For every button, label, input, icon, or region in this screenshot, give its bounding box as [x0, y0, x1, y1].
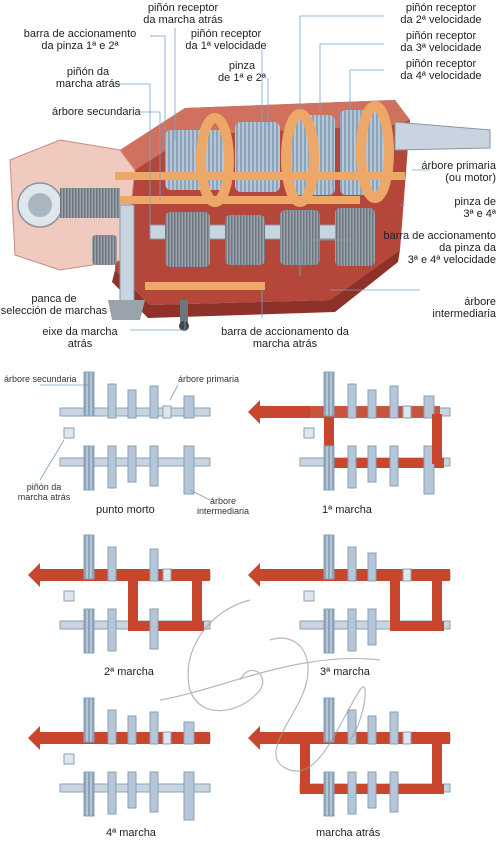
leader-lines	[108, 15, 430, 331]
label-schematic-arbore-intermediaria: árbore intermediaria	[196, 496, 250, 516]
label-pinon-receptor-marcha-atras: piñón receptor da marcha atrás	[143, 2, 223, 26]
label-schematic-arbore-secundaria: árbore secundaria	[4, 374, 77, 384]
caption-marcha-atras: marcha atrás	[316, 827, 381, 839]
diagram-punto-morto	[59, 371, 211, 495]
caption-marcha-1: 1ª marcha	[322, 504, 372, 516]
diagram-marcha-4	[28, 697, 211, 821]
caption-marcha-2: 2ª marcha	[104, 666, 154, 678]
label-pinon-marcha-atras: piñón da marcha atrás	[55, 66, 121, 90]
label-pinza-3-4: pinza de 3ª e 4ª	[454, 196, 496, 220]
label-arbore-secundaria: árbore secundaria	[52, 106, 141, 118]
label-arbore-primaria: árbore primaria (ou motor)	[421, 160, 496, 184]
label-pinon-receptor-1: piñón receptor da 1ª velocidade	[185, 28, 267, 52]
label-panca-seleccion: panca de selección de marchas	[0, 293, 108, 317]
label-arbore-intermediaria: árbore intermediaria	[432, 296, 496, 320]
label-schematic-pinon-marcha-atras: piñón da marcha atrás	[17, 482, 71, 502]
diagram-marcha-3	[248, 534, 451, 654]
label-eixe-marcha-atras: eixe da marcha atrás	[42, 326, 118, 350]
caption-marcha-4: 4ª marcha	[106, 827, 156, 839]
diagram-marcha-atras	[248, 697, 451, 817]
label-pinon-receptor-3: piñón receptor da 3ª velocidade	[400, 30, 482, 54]
label-barra-pinza-1-2: barra de accionamento da pinza 1ª e 2ª	[23, 28, 137, 52]
diagram-marcha-1	[248, 371, 451, 495]
caption-punto-morto: punto morto	[96, 504, 155, 516]
signature-watermark	[159, 599, 381, 772]
label-barra-pinza-3-4: barra de accionamento da pinza da 3ª e 4…	[383, 230, 496, 266]
label-pinon-receptor-2: piñón receptor da 2ª velocidade	[400, 2, 482, 26]
label-barra-marcha-atras: barra de accionamento da marcha atrás	[221, 326, 349, 350]
caption-marcha-3: 3ª marcha	[320, 666, 370, 678]
label-pinza-1-2: pinza de 1ª e 2ª	[218, 60, 266, 84]
schematic-leaders	[39, 384, 211, 501]
label-schematic-arbore-primaria: árbore primaria	[178, 374, 240, 384]
label-pinon-receptor-4: piñón receptor da 4ª velocidade	[400, 58, 482, 82]
diagram-marcha-2	[28, 534, 211, 654]
gearbox-cutaway	[9, 100, 491, 331]
